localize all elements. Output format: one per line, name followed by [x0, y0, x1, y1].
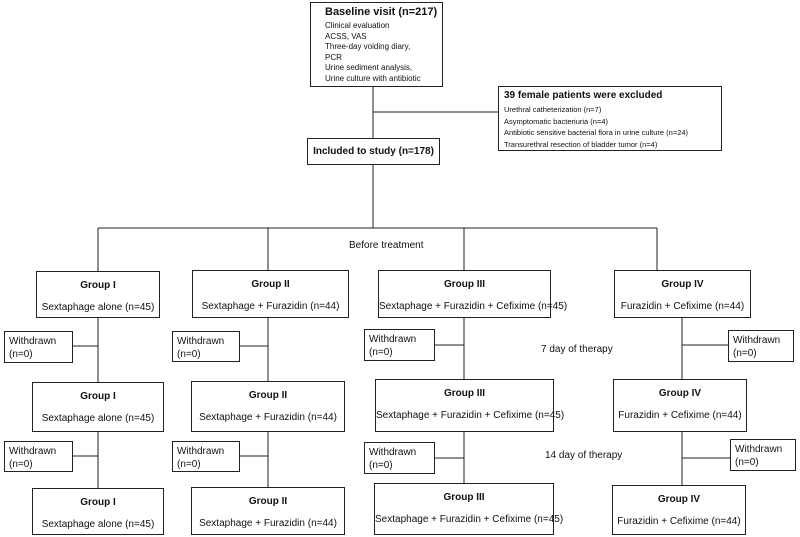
group-title: Group IV: [657, 494, 701, 505]
withdrawn-box: Withdrawn (n=0): [364, 329, 435, 361]
group-1-day7-box: Group I Sextaphage alone (n=45): [32, 382, 164, 432]
withdrawn-label: Withdrawn: [177, 446, 225, 457]
excluded-item: Asymptomatic bacteriuria (n=4): [504, 116, 608, 126]
phase-day7: 7 day of therapy: [541, 344, 613, 355]
withdrawn-count: (n=0): [177, 349, 201, 360]
baseline-item: Urine culture with antibiotic: [325, 73, 421, 83]
group-title: Group IV: [658, 388, 702, 399]
withdrawn-count: (n=0): [177, 459, 201, 470]
group-description: Sextaphage + Furazidin + Cefixime (n=45): [379, 301, 568, 312]
withdrawn-box: Withdrawn (n=0): [728, 330, 794, 362]
group-2-day7-box: Group II Sextaphage + Furazidin (n=44): [191, 381, 345, 432]
withdrawn-count: (n=0): [9, 349, 33, 360]
baseline-item: PCR: [325, 52, 342, 62]
group-title: Group III: [443, 279, 486, 290]
baseline-item: Three-day voiding diary,: [325, 42, 411, 51]
withdrawn-label: Withdrawn: [733, 335, 781, 346]
group-title: Group I: [80, 391, 116, 402]
baseline-item: Clinical evaluation: [325, 21, 390, 30]
baseline-item: Urine sediment analysis,: [325, 63, 413, 72]
withdrawn-label: Withdrawn: [9, 336, 57, 347]
withdrawn-label: Withdrawn: [735, 444, 783, 455]
group-description: Sextaphage + Furazidin + Cefixime (n=45): [376, 410, 565, 421]
group-description: Furazidin + Cefixime (n=44): [618, 410, 742, 421]
group-description: Sextaphage + Furazidin (n=44): [201, 301, 340, 312]
withdrawn-count: (n=0): [369, 460, 393, 471]
excluded-box: 39 female patients were excluded Urethra…: [498, 86, 722, 151]
excluded-item: Transurethral resection of bladder tumor…: [504, 139, 658, 149]
group-title: Group I: [80, 497, 116, 508]
baseline-box: Baseline visit (n=217) Clinical evaluati…: [310, 2, 443, 87]
group-3-box: Group III Sextaphage + Furazidin + Cefix…: [378, 270, 568, 318]
withdrawn-count: (n=0): [733, 348, 757, 359]
included-box: Included to study (n=178): [307, 138, 440, 165]
excluded-item: Urethral catheterization (n=7): [504, 105, 602, 114]
group-description: Sextaphage + Furazidin (n=44): [199, 412, 337, 423]
withdrawn-box: Withdrawn (n=0): [730, 439, 796, 471]
group-1-box: Group I Sextaphage alone (n=45): [36, 271, 160, 318]
group-3-day14-box: Group III Sextaphage + Furazidin + Cefix…: [374, 483, 564, 535]
withdrawn-box: Withdrawn (n=0): [4, 331, 73, 363]
included-title: Included to study (n=178): [313, 146, 434, 157]
group-2-day14-box: Group II Sextaphage + Furazidin (n=44): [191, 487, 345, 535]
phase-before-treatment: Before treatment: [349, 240, 424, 251]
withdrawn-label: Withdrawn: [177, 336, 225, 347]
group-description: Sextaphage alone (n=45): [41, 302, 155, 313]
excluded-item: Antibiotic sensitive bacterial flora in …: [504, 128, 689, 137]
baseline-title: Baseline visit (n=217): [325, 6, 438, 18]
withdrawn-label: Withdrawn: [369, 334, 417, 345]
group-title: Group I: [80, 280, 116, 291]
baseline-item: ACSS, VAS: [325, 31, 367, 41]
group-description: Sextaphage + Furazidin (n=44): [199, 518, 337, 529]
withdrawn-label: Withdrawn: [9, 446, 57, 457]
group-description: Sextaphage alone (n=45): [41, 413, 155, 424]
group-4-box: Group IV Furazidin + Cefixime (n=44): [614, 270, 751, 318]
group-title: Group III: [443, 388, 486, 399]
group-description: Furazidin + Cefixime (n=44): [620, 301, 745, 312]
group-description: Sextaphage alone (n=45): [41, 519, 155, 530]
group-4-day7-box: Group IV Furazidin + Cefixime (n=44): [613, 379, 747, 432]
group-title: Group II: [248, 496, 288, 507]
excluded-title: 39 female patients were excluded: [504, 90, 663, 101]
withdrawn-box: Withdrawn (n=0): [364, 442, 435, 474]
group-title: Group II: [251, 279, 290, 290]
group-description: Furazidin + Cefixime (n=44): [617, 516, 741, 527]
group-title: Group II: [248, 390, 288, 401]
withdrawn-box: Withdrawn (n=0): [4, 441, 73, 472]
withdrawn-label: Withdrawn: [369, 447, 417, 458]
withdrawn-count: (n=0): [735, 457, 759, 468]
withdrawn-count: (n=0): [369, 347, 393, 358]
withdrawn-count: (n=0): [9, 459, 33, 470]
group-title: Group IV: [661, 279, 704, 290]
group-4-day14-box: Group IV Furazidin + Cefixime (n=44): [612, 485, 746, 535]
group-3-day7-box: Group III Sextaphage + Furazidin + Cefix…: [375, 379, 565, 432]
group-2-box: Group II Sextaphage + Furazidin (n=44): [192, 270, 349, 318]
group-description: Sextaphage + Furazidin + Cefixime (n=45): [375, 514, 564, 525]
group-title: Group III: [443, 492, 485, 503]
withdrawn-box: Withdrawn (n=0): [172, 331, 240, 362]
withdrawn-box: Withdrawn (n=0): [172, 441, 240, 472]
group-1-day14-box: Group I Sextaphage alone (n=45): [32, 488, 164, 535]
phase-day14: 14 day of therapy: [545, 450, 623, 461]
